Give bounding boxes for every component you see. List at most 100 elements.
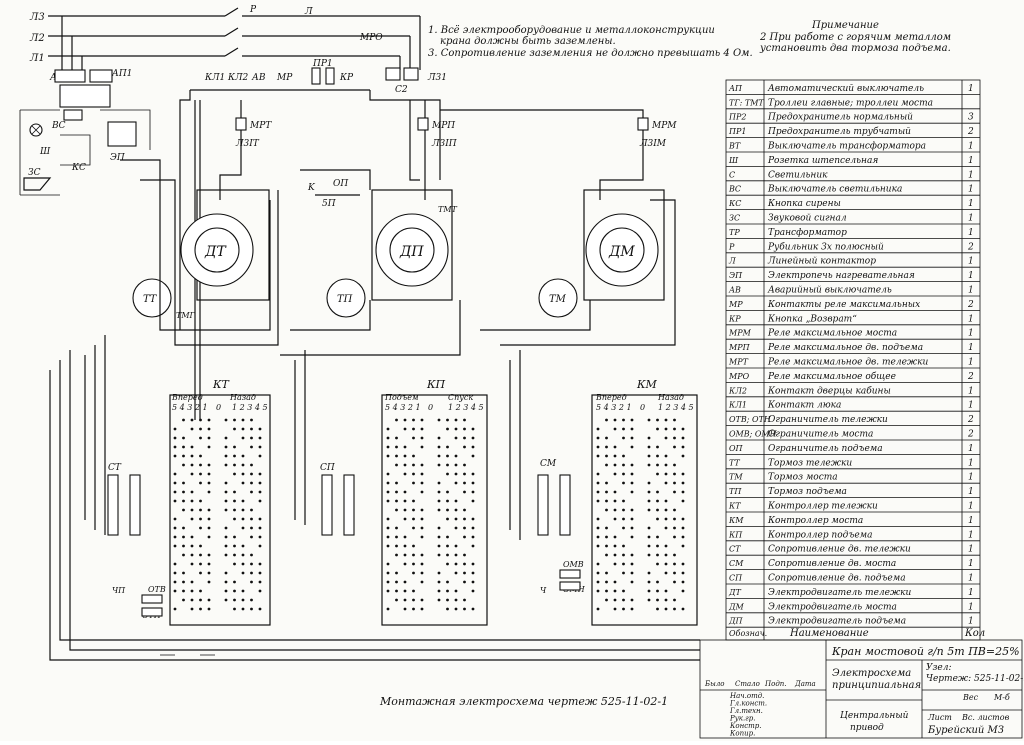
bom-qty: 2 xyxy=(967,300,974,310)
bom-name: Автоматический выключатель xyxy=(767,84,924,94)
crane-title: Кран мостовой г/п 5т ПВ=25% xyxy=(831,645,1020,658)
brake-tp-label: ТП xyxy=(337,294,353,305)
supply-lines: Л3 Л2 Л1 Р Л xyxy=(29,5,421,70)
bom-name: Контакты реле максимальных xyxy=(767,300,920,310)
resistor-st-label: СТ xyxy=(108,463,122,473)
doc-title-a: Электросхема xyxy=(832,668,911,679)
bom-qty: 1 xyxy=(968,458,974,468)
l3im-label: Л3IМ xyxy=(639,139,667,149)
bom-code: ЗС xyxy=(729,214,740,223)
l3ip-label: Л3IП xyxy=(431,139,457,149)
k-label: K xyxy=(307,183,316,193)
km-nums-right: 1 2 3 4 5 xyxy=(658,403,694,412)
bom-name: Трансформатор xyxy=(768,228,847,238)
bom-qty: 1 xyxy=(968,84,974,94)
bom-qty: 2 xyxy=(967,430,974,440)
bom-qty: 1 xyxy=(968,358,974,368)
controller-cam-dots xyxy=(173,418,685,611)
resistor-sm-label: СМ xyxy=(540,459,557,469)
bom-name: Звуковой сигнал xyxy=(768,214,847,224)
bom-code: МР xyxy=(728,300,743,309)
bom-qty: 1 xyxy=(968,473,974,483)
bom-code: ТП xyxy=(729,487,742,496)
bom-qty: 1 xyxy=(968,314,974,324)
bom-qty: 1 xyxy=(968,228,974,238)
bom-name: Ограничитель тележки xyxy=(768,415,888,425)
weight-label: Вес xyxy=(962,693,979,702)
bom-code: КП xyxy=(728,530,743,539)
vs-label: ВС xyxy=(51,121,66,131)
remark-title: Примечание xyxy=(811,20,879,31)
bom-qty: 1 xyxy=(968,602,974,612)
bom-code: ТГ: ТМТ xyxy=(729,98,764,107)
tmg-label: ТМГ xyxy=(176,311,196,320)
bom-code: КР xyxy=(728,314,741,323)
bom-code: КМ xyxy=(728,516,744,525)
bom-name: Электродвигатель моста xyxy=(768,602,897,612)
bom-code: КС xyxy=(728,199,741,208)
footer-caption: Монтажная электросхема чертеж 525-11-02-… xyxy=(379,695,668,708)
kt-nazad-label: Назад xyxy=(229,393,256,402)
bom-head-code: Обознач. xyxy=(729,629,767,638)
tb-role-label: Гл.конст. xyxy=(729,700,767,708)
bom-code: АВ xyxy=(728,286,741,295)
bom-name: Контакт люка xyxy=(767,401,841,411)
km-nums-left: 5 4 3 2 1 xyxy=(596,403,632,412)
bom-code: МРП xyxy=(728,343,751,352)
bom-name: Контроллер моста xyxy=(767,516,863,526)
zs-label: ЗС xyxy=(28,168,41,178)
mr-label: МР xyxy=(276,73,293,83)
motor-group-dm: ДМ ТМ xyxy=(538,189,665,318)
brake-tm-label: ТМ xyxy=(549,294,567,305)
bom-name: Светильник xyxy=(768,170,828,180)
scale-label: М-б xyxy=(993,693,1010,702)
bom-code: МРТ xyxy=(728,358,749,367)
ap1-label: АП1 xyxy=(111,69,132,79)
bom-name: Электродвигатель подъема xyxy=(768,617,906,627)
sheet-label: Лист xyxy=(927,713,952,722)
bom-qty: 1 xyxy=(968,487,974,497)
bom-name: Кнопка сирены xyxy=(767,199,841,209)
title-block: Кран мостовой г/п 5т ПВ=25% Электросхема… xyxy=(699,639,1024,739)
bom-code: ОТВ; ОТН xyxy=(729,415,772,424)
note-3: 3. Сопротивление заземления не должно пр… xyxy=(428,48,753,59)
bom-code: КЛ2 xyxy=(728,386,747,395)
c2-label: С2 xyxy=(395,85,408,95)
bom-name: Сопротивление дв. моста xyxy=(768,559,896,569)
motor-dp-label: ДП xyxy=(399,244,424,260)
line-l2-label: Л2 xyxy=(29,33,45,44)
bom-code: ВТ xyxy=(728,142,741,151)
mro-label: МРО xyxy=(359,33,383,43)
bom-qty: 2 xyxy=(967,242,974,252)
motor-dm-label: ДМ xyxy=(608,244,635,260)
bom-qty: 1 xyxy=(968,574,974,584)
bom-qty: 1 xyxy=(968,170,974,180)
bom-name: Предохранитель нормальный xyxy=(767,113,913,123)
bom-head-qty: Кол xyxy=(964,628,985,639)
controller-kp-label: КП xyxy=(426,378,446,391)
bom-qty: 1 xyxy=(968,343,974,353)
bom-qty: 1 xyxy=(968,588,974,598)
bom-name: Предохранитель трубчатый xyxy=(767,126,911,137)
remark-a: 2 При работе с горячим металлом xyxy=(759,32,951,43)
note-1a: 1. Всё электрооборудование и металлоконс… xyxy=(428,25,715,36)
bom-name: Тормоз тележки xyxy=(768,458,852,468)
controller-km: КМ Вперед 5 4 3 2 1 0 Назад 1 2 3 4 5 СМ… xyxy=(537,378,698,626)
bom-name: Контакт дверцы кабины xyxy=(767,385,891,396)
bom-qty: 1 xyxy=(968,559,974,569)
kp-nums-left: 5 4 3 2 1 xyxy=(385,403,421,412)
bom-name: Контроллер тележки xyxy=(767,502,878,512)
kp-podem-label: Подъем xyxy=(384,393,419,402)
kp-zero: 0 xyxy=(428,403,433,412)
